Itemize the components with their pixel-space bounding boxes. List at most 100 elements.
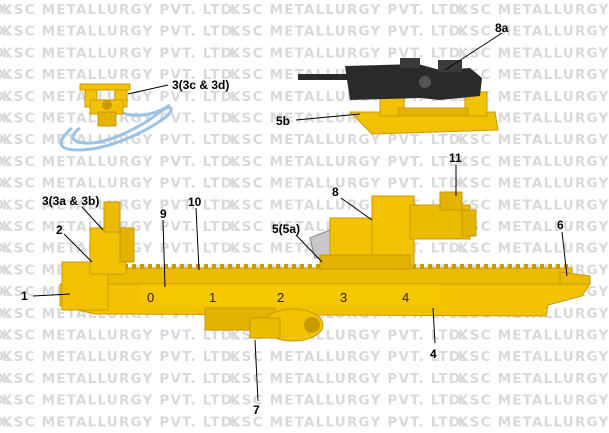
watermark-text: KSC METALLURGY PVT. LTD. — [230, 414, 467, 430]
watermark-text: KSC METALLURGY PVT. LTD. — [0, 262, 11, 278]
watermark-text: KSC METALLURGY PVT. LTD. — [2, 2, 239, 18]
watermark-text: KSC METALLURGY PVT. LTD. — [458, 89, 609, 105]
rack-tooth — [316, 264, 320, 269]
rack-tooth — [244, 264, 248, 269]
label-part-7: 7 — [253, 403, 260, 417]
watermark-text: KSC METALLURGY PVT. LTD. — [0, 241, 11, 257]
watermark-text: KSC METALLURGY PVT. LTD. — [0, 349, 11, 365]
watermark-text: KSC METALLURGY PVT. LTD. — [0, 132, 11, 148]
watermark-text: KSC METALLURGY PVT. LTD. — [0, 24, 11, 40]
watermark-text: KSC METALLURGY PVT. LTD. — [2, 45, 239, 61]
watermark-text: KSC METALLURGY PVT. LTD. — [2, 328, 239, 344]
watermark-text: KSC METALLURGY PVT. LTD. — [0, 393, 11, 409]
rack-tooth — [292, 264, 296, 269]
watermark-text: KSC METALLURGY PVT. LTD. — [458, 176, 609, 192]
watermark-text: KSC METALLURGY PVT. LTD. — [0, 89, 11, 105]
sub-assembly-3c-3d — [59, 83, 173, 152]
watermark-text: KSC METALLURGY PVT. LTD. — [458, 24, 609, 40]
label-part-4: 4 — [430, 347, 437, 361]
watermark-text: KSC METALLURGY PVT. LTD. — [458, 67, 609, 83]
rack-tooth — [276, 264, 280, 269]
rack-tooth — [300, 264, 304, 269]
leader-5b — [295, 113, 361, 121]
rack-tooth — [460, 264, 464, 269]
leader-4 — [432, 307, 436, 344]
watermark-text: KSC METALLURGY PVT. LTD. — [0, 328, 11, 344]
leader-3cd — [127, 84, 169, 95]
rack-tooth — [148, 264, 152, 269]
watermark-text: KSC METALLURGY PVT. LTD. — [0, 284, 11, 300]
rack-tooth — [284, 264, 288, 269]
watermark-text: KSC METALLURGY PVT. LTD. — [0, 176, 11, 192]
label-part-5b: 5b — [276, 114, 290, 128]
rack-tooth — [428, 264, 432, 269]
label-part-5: 5(5a) — [272, 222, 300, 236]
rack-tooth — [516, 264, 520, 269]
watermark-text: KSC METALLURGY PVT. LTD. — [0, 414, 11, 430]
rack-tooth — [548, 264, 552, 269]
watermark-text: KSC METALLURGY PVT. LTD. — [458, 154, 609, 170]
rack-tooth — [196, 264, 200, 269]
label-part-8a: 8a — [495, 21, 509, 35]
rack-tooth — [212, 264, 216, 269]
watermark-text: KSC METALLURGY PVT. LTD. — [0, 2, 11, 18]
leader-1 — [32, 293, 71, 297]
rack-tooth — [476, 264, 480, 269]
rack-tooth — [420, 264, 424, 269]
leader-8a — [444, 32, 503, 71]
rack-tooth — [236, 264, 240, 269]
rack-tooth — [188, 264, 192, 269]
rack-tooth — [444, 264, 448, 269]
rack-tooth — [180, 264, 184, 269]
scale-mark-3: 3 — [340, 290, 347, 305]
rack-tooth — [556, 264, 560, 269]
rack-tooth — [492, 264, 496, 269]
watermark-text: KSC METALLURGY PVT. LTD. — [230, 393, 467, 409]
leader-10 — [195, 207, 200, 271]
scale-mark-2: 2 — [277, 290, 284, 305]
rack-tooth — [452, 264, 456, 269]
watermark-text: KSC METALLURGY PVT. LTD. — [0, 154, 11, 170]
watermark-text: KSC METALLURGY PVT. LTD. — [2, 349, 239, 365]
scale-mark-0: 0 — [147, 290, 154, 305]
watermark-text: KSC METALLURGY PVT. LTD. — [0, 197, 11, 213]
watermark-text: KSC METALLURGY PVT. LTD. — [230, 45, 467, 61]
watermark-text: KSC METALLURGY PVT. LTD. — [458, 241, 609, 257]
watermark-text: KSC METALLURGY PVT. LTD. — [0, 306, 11, 322]
rack-tooth — [260, 264, 264, 269]
leader-9 — [162, 219, 166, 288]
leader-2 — [63, 233, 93, 263]
watermark-text: KSC METALLURGY PVT. LTD. — [458, 414, 609, 430]
label-part-1: 1 — [21, 289, 28, 303]
watermark-text: KSC METALLURGY PVT. LTD. — [458, 371, 609, 387]
leader-8 — [340, 197, 373, 221]
watermark-text: KSC METALLURGY PVT. LTD. — [0, 371, 11, 387]
label-part-3ab: 3(3a & 3b) — [42, 194, 99, 208]
watermark-text: KSC METALLURGY PVT. LTD. — [230, 176, 467, 192]
watermark-text: KSC METALLURGY PVT. LTD. — [2, 111, 239, 127]
rack-tooth — [484, 264, 488, 269]
rack-tooth — [500, 264, 504, 269]
leader-lines — [32, 32, 568, 402]
rack-tooth — [532, 264, 536, 269]
label-part-9: 9 — [160, 207, 167, 221]
rack-tooth — [252, 264, 256, 269]
watermark-text: KSC METALLURGY PVT. LTD. — [458, 2, 609, 18]
watermark-text: KSC METALLURGY PVT. LTD. — [230, 2, 467, 18]
leader-5 — [295, 234, 323, 263]
part-labels: 1 2 3(3a & 3b) 3(3c & 3d) 4 5(5a) 5b 6 7… — [21, 21, 564, 417]
watermark-text: KSC METALLURGY PVT. LTD. — [458, 197, 609, 213]
rack-tooth — [508, 264, 512, 269]
watermark-text: KSC METALLURGY PVT. LTD. — [2, 67, 239, 83]
watermark-text: KSC METALLURGY PVT. LTD. — [0, 45, 11, 61]
watermark-text: KSC METALLURGY PVT. LTD. — [458, 328, 609, 344]
watermark-text: KSC METALLURGY PVT. LTD. — [230, 154, 467, 170]
watermark-text: KSC METALLURGY PVT. LTD. — [458, 393, 609, 409]
rack-tooth — [164, 264, 168, 269]
label-part-3cd: 3(3c & 3d) — [172, 78, 229, 92]
rack-tooth — [228, 264, 232, 269]
rack-tooth — [524, 264, 528, 269]
scale-mark-4: 4 — [402, 290, 409, 305]
rack-tooth — [204, 264, 208, 269]
